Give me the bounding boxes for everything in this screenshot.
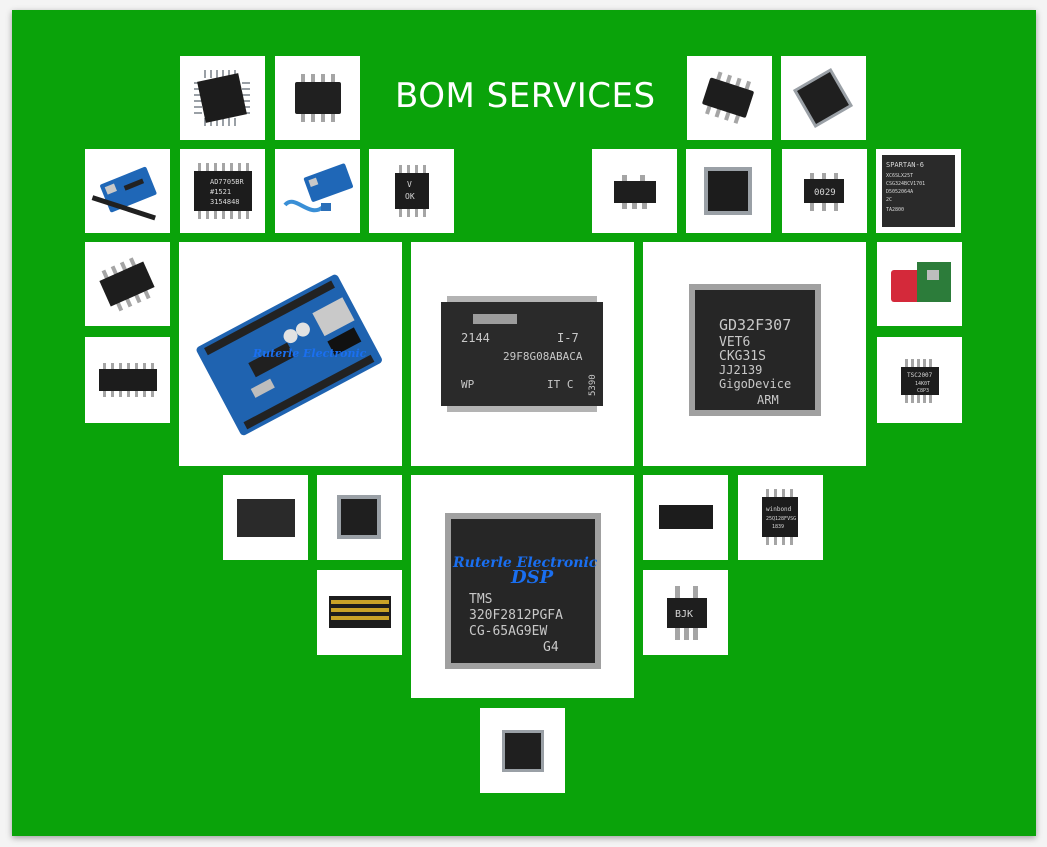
tile-arduino-board-small xyxy=(85,149,170,233)
winbond-line3: 1839 xyxy=(772,524,784,530)
tile-tqfp-chip xyxy=(686,149,771,233)
arduino-board-small-image xyxy=(91,166,157,221)
tile-lqfp-chip xyxy=(317,475,402,560)
tile-winbond-chip: winbond 25Q128FVSG 1839 xyxy=(738,475,823,560)
tile-nand-chip: 2144 I-7 29F8G08ABACA WP IT C 5390 xyxy=(411,242,634,466)
vok-line2: OK xyxy=(405,192,415,201)
tile-ad7705-chip: AD7705BR #1521 3154848 xyxy=(180,149,265,233)
sot6-marking: 0029 xyxy=(814,188,836,198)
nand-line3: 29F8G08ABACA xyxy=(503,350,583,363)
tile-spartan-chip: SPARTAN-6 XC6SLX25T CSG324BCV1701 D50520… xyxy=(876,149,961,233)
qfn-chip-image xyxy=(792,67,854,129)
lqfp-chip-image xyxy=(337,495,381,539)
tms-line4: G4 xyxy=(543,640,559,655)
raspberry-board-image xyxy=(891,262,951,302)
tms-line3: CG-65AG9EW xyxy=(469,624,547,639)
nand-line6: 5390 xyxy=(588,374,598,396)
gd32-line1: GD32F307 xyxy=(719,316,791,334)
gd32-line4: JJ2139 xyxy=(719,363,762,377)
tile-raspberry-board xyxy=(877,242,962,326)
soic8-large-chip-image xyxy=(99,257,155,312)
tssop-chip-image xyxy=(659,505,713,529)
tms320-chip-image: Ruterle Electronic DSP TMS 320F2812PGFA … xyxy=(445,513,601,669)
spartan-line1: SPARTAN-6 xyxy=(886,161,924,169)
ad-line3: 3154848 xyxy=(210,198,240,206)
tms-watermark: Ruterle Electronic xyxy=(452,555,598,571)
tile-arduino-board: Ruterle Electronic xyxy=(179,242,402,466)
tms-line1: TMS xyxy=(469,592,492,607)
sot-chip-image xyxy=(614,175,656,209)
tms-line2: 320F2812PGFA xyxy=(469,608,563,623)
realtek-chip-image xyxy=(502,730,544,772)
tile-soic8-chip xyxy=(275,56,360,140)
tile-small-nand-chip xyxy=(223,475,308,560)
tile-qfp-chip xyxy=(180,56,265,140)
soic8-angled-chip-image xyxy=(702,71,754,124)
tile-soic8-angled-chip xyxy=(687,56,772,140)
gd32-line3: CKG31S xyxy=(719,349,766,364)
small-nand-chip-image xyxy=(237,499,295,537)
nand-line1: 2144 xyxy=(461,331,490,345)
sot6-chip-image: 0029 xyxy=(804,173,844,211)
tile-arduino-kit xyxy=(275,149,360,233)
nand-chip-image: 2144 I-7 29F8G08ABACA WP IT C 5390 xyxy=(441,296,603,412)
tile-bjk-chip: BJK xyxy=(643,570,728,655)
arduino-board-image: Ruterle Electronic xyxy=(196,274,382,436)
page-title: BOM SERVICES xyxy=(395,76,656,116)
ad-line1: AD7705BR xyxy=(210,178,245,186)
tile-bga-chip xyxy=(317,570,402,655)
spartan-line2: XC6SLX25T xyxy=(886,173,913,179)
ad7705-chip-image: AD7705BR #1521 3154848 xyxy=(194,163,252,219)
gd32-line2: VET6 xyxy=(719,335,750,350)
tsc-line2: 14K0T xyxy=(915,381,930,387)
spartan-line5: 2C xyxy=(886,197,892,203)
bjk-chip-image: BJK xyxy=(667,586,707,640)
tile-qfn-chip xyxy=(781,56,866,140)
tms-brand: DSP xyxy=(510,567,554,588)
gd32-chip-image: GD32F307 VET6 CKG31S JJ2139 GigoDevice A… xyxy=(689,284,821,416)
tsc2007-chip-image: TSC2007 14K0T C8P3 xyxy=(901,359,939,403)
tile-soic8-large-chip xyxy=(85,242,170,326)
tile-soic14-chip xyxy=(85,337,170,423)
vok-chip-image: V OK xyxy=(395,165,429,217)
winbond-line2: 25Q128FVSG xyxy=(766,516,796,522)
spartan-line4: D5052064A xyxy=(886,189,913,195)
nand-line5: IT C xyxy=(547,378,574,391)
bjk-marking: BJK xyxy=(675,609,693,620)
arduino-kit-image xyxy=(283,163,353,213)
spartan-chip-image: SPARTAN-6 XC6SLX25T CSG324BCV1701 D50520… xyxy=(882,155,955,227)
tsc-line3: C8P3 xyxy=(917,388,929,394)
tqfp-chip-image xyxy=(704,167,752,215)
tile-realtek-chip xyxy=(480,708,565,793)
ad-line2: #1521 xyxy=(210,188,231,196)
tsc-line1: TSC2007 xyxy=(907,372,933,379)
tile-vok-chip: V OK xyxy=(369,149,454,233)
gd32-line5: GigoDevice xyxy=(719,377,791,391)
bga-chip-image xyxy=(329,596,391,628)
spartan-line6: TA2800 xyxy=(886,207,904,213)
spartan-line3: CSG324BCV1701 xyxy=(886,181,925,187)
winbond-line1: winbond xyxy=(766,506,792,513)
vok-line1: V xyxy=(407,180,412,189)
soic8-chip-image xyxy=(295,74,341,122)
gd32-line6: ARM xyxy=(757,393,779,407)
tile-tssop-chip xyxy=(643,475,728,560)
tile-tms320-chip: Ruterle Electronic DSP TMS 320F2812PGFA … xyxy=(411,475,634,698)
soic14-chip-image xyxy=(99,363,157,397)
winbond-chip-image: winbond 25Q128FVSG 1839 xyxy=(762,489,798,545)
nand-line4: WP xyxy=(461,378,475,391)
tile-gd32-chip: GD32F307 VET6 CKG31S JJ2139 GigoDevice A… xyxy=(643,242,866,466)
qfp-chip-image xyxy=(194,70,250,126)
nand-line2: I-7 xyxy=(557,331,579,345)
tile-sot6-chip: 0029 xyxy=(782,149,867,233)
arduino-watermark: Ruterle Electronic xyxy=(252,347,367,360)
tile-tsc2007-chip: TSC2007 14K0T C8P3 xyxy=(877,337,962,423)
tile-sot-chip xyxy=(592,149,677,233)
